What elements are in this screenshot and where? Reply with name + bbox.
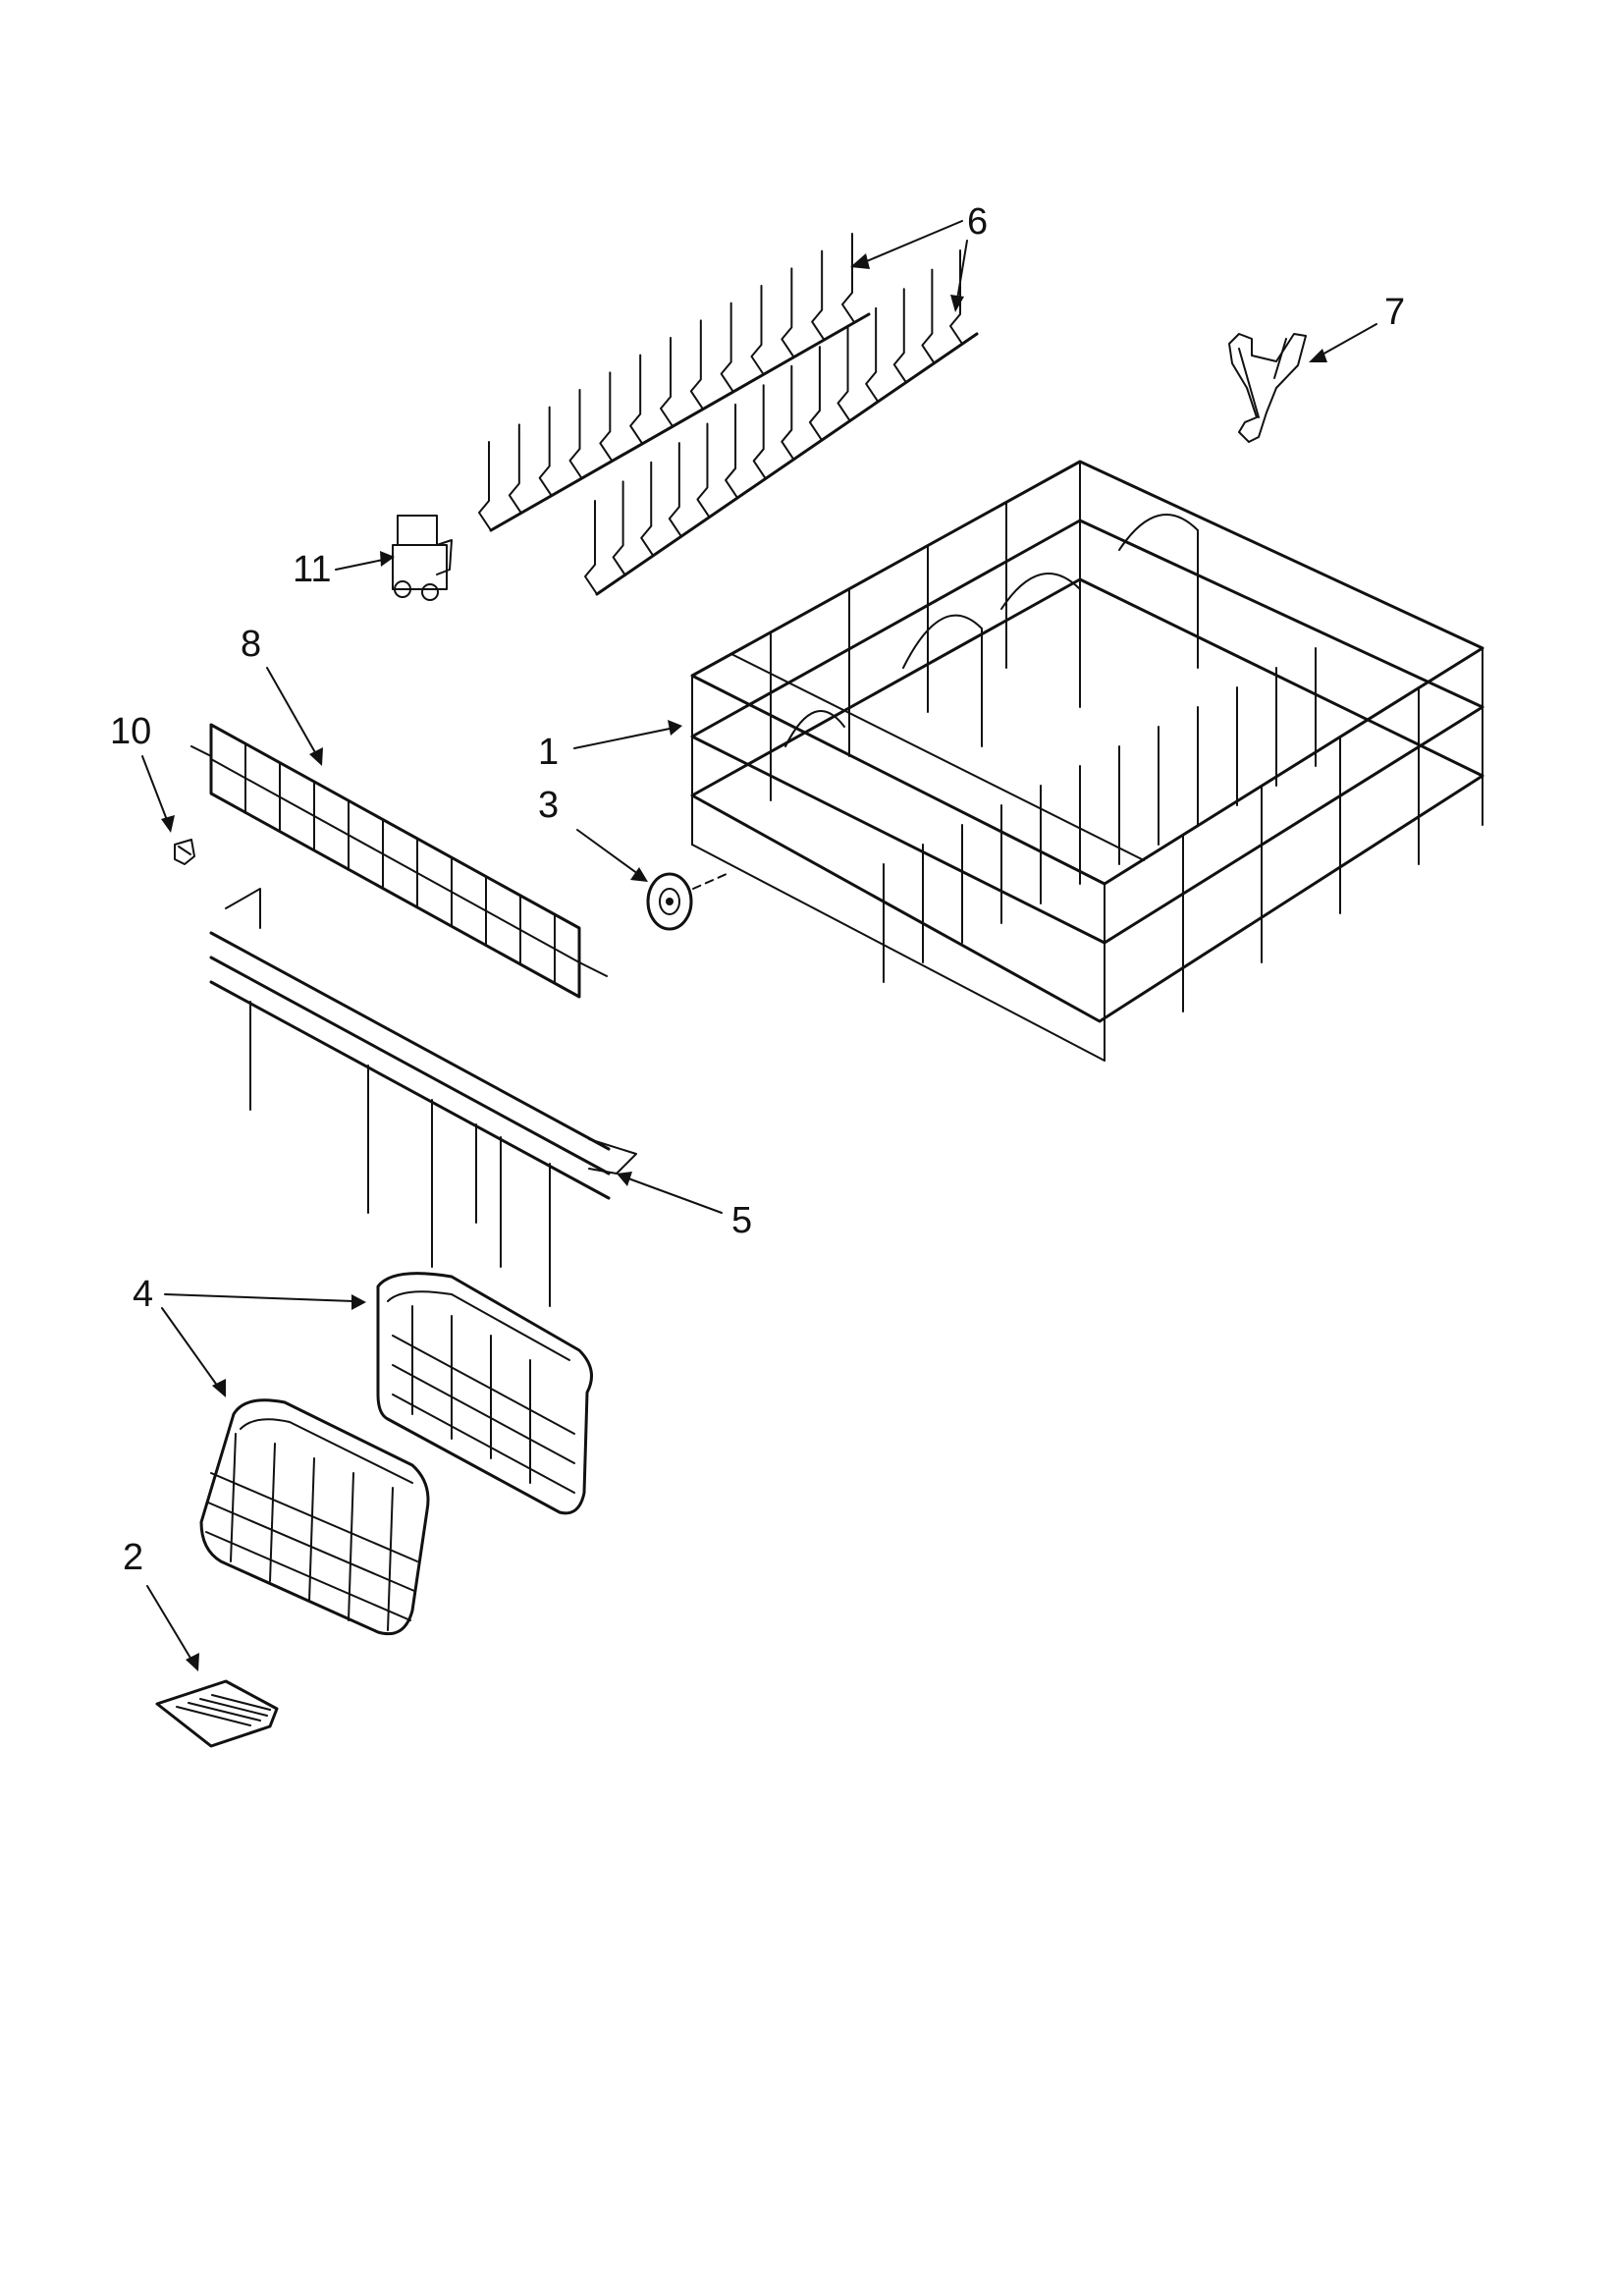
- tine: [865, 306, 880, 403]
- callout-6: 6: [967, 201, 988, 243]
- callout-8: 8: [241, 624, 261, 665]
- tine: [892, 288, 907, 384]
- tine: [725, 403, 739, 499]
- tine: [696, 422, 711, 519]
- tine: [584, 500, 598, 595]
- leader-4: [161, 1293, 366, 1397]
- leader-7: [1309, 323, 1377, 362]
- tine-rows: [478, 233, 979, 596]
- leader-11: [335, 551, 395, 571]
- fold-down-tine-row: [209, 888, 637, 1307]
- callout-10: 10: [110, 711, 151, 752]
- wheel: [646, 872, 728, 931]
- leader-2: [146, 1585, 199, 1671]
- tine: [538, 406, 553, 497]
- callout-3: 3: [538, 785, 559, 826]
- basket-lid: [155, 1679, 279, 1748]
- shelf-clip: [174, 839, 195, 865]
- lower-rack: [690, 460, 1484, 1062]
- fold-down-shelf: [190, 723, 608, 999]
- rack-clip: [1228, 333, 1307, 443]
- tine: [836, 326, 851, 422]
- roller-clip: [392, 515, 453, 601]
- leader-10: [141, 755, 175, 833]
- tine: [921, 268, 936, 364]
- tine-row-front: [584, 249, 979, 596]
- tine: [660, 337, 674, 427]
- tine: [612, 480, 626, 576]
- leader-5: [617, 1172, 723, 1214]
- tine: [689, 319, 704, 410]
- silverware-basket-back: [376, 1272, 593, 1515]
- tine: [668, 442, 682, 538]
- leader-1: [573, 720, 682, 749]
- tine: [811, 249, 826, 341]
- leader-3: [576, 829, 648, 882]
- tine: [478, 441, 492, 531]
- silverware-basket-front: [199, 1398, 430, 1636]
- callout-7: 7: [1384, 292, 1405, 333]
- callout-5: 5: [731, 1200, 752, 1241]
- tine-row-back: [478, 233, 871, 532]
- tine: [568, 389, 583, 479]
- tine: [640, 461, 655, 557]
- tine: [781, 267, 795, 358]
- callout-2: 2: [123, 1537, 143, 1578]
- tine: [599, 371, 614, 463]
- tine: [750, 285, 765, 375]
- tine: [808, 346, 823, 442]
- leader-8: [266, 667, 323, 766]
- callout-4: 4: [133, 1274, 153, 1315]
- tine: [720, 301, 734, 393]
- tine: [752, 384, 767, 480]
- callout-11: 11: [293, 549, 331, 590]
- leader-6: [850, 220, 968, 312]
- tine: [508, 423, 522, 515]
- tine: [781, 364, 795, 461]
- tine: [841, 233, 855, 323]
- tine: [629, 354, 644, 445]
- callout-1: 1: [538, 732, 559, 773]
